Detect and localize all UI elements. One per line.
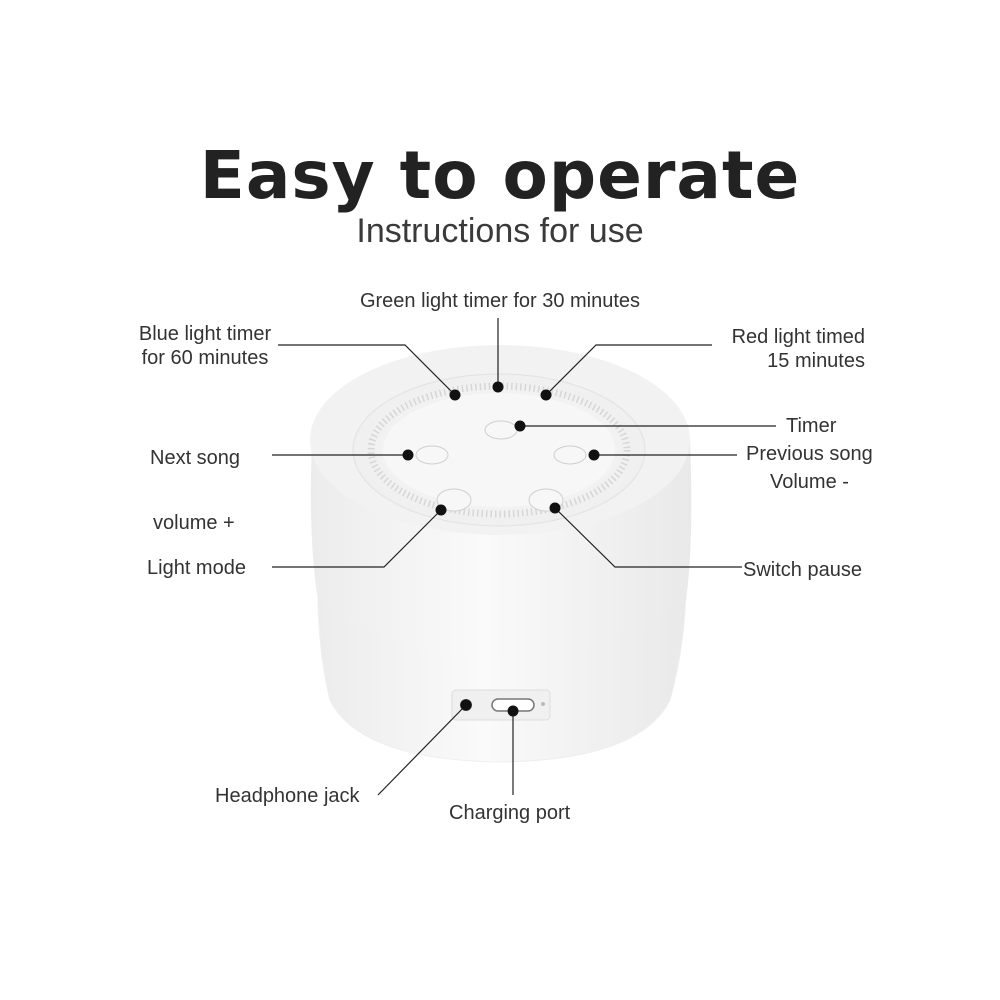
leader-light-mode [272,509,442,568]
light-mode-button [436,488,472,512]
page-title: Easy to operate [199,137,801,214]
page-subtitle: Instructions for use [356,212,644,250]
label-volume-minus: Volume - [770,471,849,493]
label-red-timer-line1: Red light timed [731,326,865,348]
label-red-timer-line2: 15 minutes [767,350,865,372]
label-headphone-jack: Headphone jack [215,785,360,807]
dot-green-timer [492,381,504,393]
label-blue-timer-line2: for 60 minutes [141,347,269,369]
timer-button [484,420,518,440]
dot-previous-song [588,449,600,461]
dot-blue-timer [449,389,461,401]
label-volume-plus: volume + [153,512,235,534]
label-next-song: Next song [150,447,241,469]
dot-timer [514,420,526,432]
leader-red-timer [545,344,712,396]
leader-headphone-jack [377,704,467,796]
label-previous-song: Previous song [746,443,873,465]
dot-light-mode [435,504,447,516]
label-blue-timer-line1: Blue light timer [138,323,272,345]
dot-headphone-jack [460,699,472,711]
leader-lines [272,318,776,796]
dot-red-timer [540,389,552,401]
label-switch-pause: Switch pause [743,559,862,581]
dot-switch-pause [549,502,561,514]
dot-next-song [402,449,414,461]
label-light-mode: Light mode [147,557,246,579]
dot-charging-port [507,705,519,717]
leader-switch-pause [554,507,742,568]
callout-dots [402,381,600,717]
previous-song-button [553,445,587,465]
label-timer: Timer [786,415,837,437]
next-song-button [415,445,449,465]
label-charging-port: Charging port [449,802,571,824]
leader-blue-timer [278,344,456,396]
label-green-timer: Green light timer for 30 minutes [359,290,641,312]
